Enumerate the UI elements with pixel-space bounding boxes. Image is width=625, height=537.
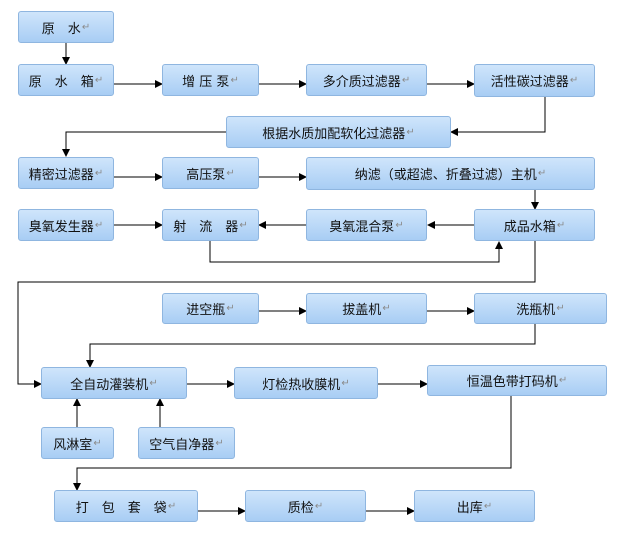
node-raw-water-tank: 原 水 箱↵ [18, 64, 114, 96]
arrow-carbon-filter-to-softening-filter [450, 97, 546, 136]
node-product-water-tank: 成品水箱↵ [474, 209, 595, 241]
paragraph-mark: ↵ [94, 219, 104, 231]
node-cap-remover: 拔盖机↵ [306, 293, 427, 324]
node-auto-filling-machine-label: 全自动灌装机 [70, 377, 149, 393]
node-bagging-label: 打 包 套 袋 [75, 500, 167, 516]
paragraph-mark: ↵ [226, 303, 235, 314]
paragraph-mark: ↵ [406, 126, 415, 138]
node-ozone-mixing-pump: 臭氧混合泵↵ [306, 209, 427, 241]
paragraph-mark: ↵ [483, 500, 493, 512]
node-light-check-shrink-wrapper-label: 灯检热收膜机 [262, 377, 341, 393]
node-raw-water-label: 原 水 [41, 21, 81, 37]
paragraph-mark: ↵ [558, 375, 568, 386]
node-ozone-generator-label: 臭氧发生器 [28, 219, 94, 235]
node-light-check-shrink-wrapper: 灯检热收膜机↵ [234, 367, 378, 399]
paragraph-mark: ↵ [382, 303, 391, 314]
paragraph-mark: ↵ [94, 167, 104, 179]
node-booster-pump: 增 压 泵↵ [162, 64, 259, 96]
node-multimedia-filter: 多介质过滤器↵ [306, 64, 427, 96]
paragraph-mark: ↵ [569, 75, 579, 86]
node-bottle-washer: 洗瓶机↵ [474, 293, 607, 324]
node-high-pressure-pump-label: 高压泵 [186, 167, 226, 183]
node-air-purifier-label: 空气自净器 [149, 437, 215, 453]
paragraph-mark: ↵ [93, 437, 102, 449]
node-ribbon-coder-label: 恒温色带打码机 [466, 375, 558, 390]
paragraph-mark: ↵ [314, 500, 324, 512]
node-ejector: 射 流 器↵ [162, 209, 259, 241]
paragraph-mark: ↵ [395, 219, 404, 231]
node-ribbon-coder: 恒温色带打码机↵ [427, 365, 607, 396]
arrow-bottle-washer-to-filling-machine [86, 324, 536, 368]
paragraph-mark: ↵ [341, 377, 350, 389]
paragraph-mark: ↵ [230, 74, 239, 86]
node-empty-bottle-in-label: 进空瓶 [186, 303, 226, 318]
node-air-purifier: 空气自净器↵ [138, 427, 235, 459]
arrow-ribbon-coder-to-bagging [73, 396, 512, 491]
node-warehouse-out-label: 出库 [456, 500, 483, 516]
node-activated-carbon-filter: 活性碳过滤器↵ [474, 64, 595, 97]
paragraph-mark: ↵ [149, 377, 158, 389]
node-air-shower: 风淋室↵ [41, 427, 114, 459]
node-precision-filter: 精密过滤器↵ [18, 157, 114, 189]
node-softening-filter-label: 根据水质加配软化过滤器 [262, 126, 406, 142]
node-booster-pump-label: 增 压 泵 [182, 74, 230, 90]
node-activated-carbon-filter-label: 活性碳过滤器 [490, 75, 569, 90]
paragraph-mark: ↵ [215, 437, 224, 449]
node-auto-filling-machine: 全自动灌装机↵ [41, 367, 187, 399]
node-ejector-label: 射 流 器 [173, 219, 239, 235]
node-bottle-washer-label: 洗瓶机 [516, 303, 556, 318]
node-empty-bottle-in: 进空瓶↵ [162, 293, 259, 324]
arrow-product-tank-to-filling-machine [17, 241, 536, 388]
node-nanofiltration-host-label: 纳滤（或超滤、折叠过滤）主机 [354, 168, 537, 183]
node-ozone-generator: 臭氧发生器↵ [18, 209, 114, 241]
paragraph-mark: ↵ [556, 303, 565, 314]
node-high-pressure-pump: 高压泵↵ [162, 157, 259, 189]
paragraph-mark: ↵ [81, 21, 91, 33]
arrow-softening-filter-to-precision-filter [62, 131, 226, 157]
paragraph-mark: ↵ [226, 167, 235, 179]
node-multimedia-filter-label: 多介质过滤器 [322, 74, 401, 90]
node-quality-check-label: 质检 [287, 500, 314, 516]
node-cap-remover-label: 拔盖机 [342, 303, 382, 318]
node-nanofiltration-host: 纳滤（或超滤、折叠过滤）主机↵ [306, 157, 595, 190]
paragraph-mark: ↵ [94, 74, 104, 86]
node-product-water-tank-label: 成品水箱 [503, 219, 556, 235]
paragraph-mark: ↵ [537, 168, 547, 179]
arrow-ejector-to-product-tank [209, 241, 503, 263]
paragraph-mark: ↵ [401, 74, 411, 86]
node-softening-filter: 根据水质加配软化过滤器↵ [226, 116, 451, 148]
node-quality-check: 质检↵ [245, 490, 366, 522]
node-air-shower-label: 风淋室 [53, 437, 93, 453]
node-raw-water-tank-label: 原 水 箱 [28, 74, 94, 90]
paragraph-mark: ↵ [239, 219, 248, 231]
node-bagging: 打 包 套 袋↵ [54, 490, 198, 522]
node-precision-filter-label: 精密过滤器 [28, 167, 94, 183]
node-ozone-mixing-pump-label: 臭氧混合泵 [329, 219, 395, 235]
node-warehouse-out: 出库↵ [414, 490, 535, 522]
paragraph-mark: ↵ [167, 500, 177, 512]
paragraph-mark: ↵ [556, 219, 566, 231]
node-raw-water: 原 水↵ [18, 11, 114, 43]
